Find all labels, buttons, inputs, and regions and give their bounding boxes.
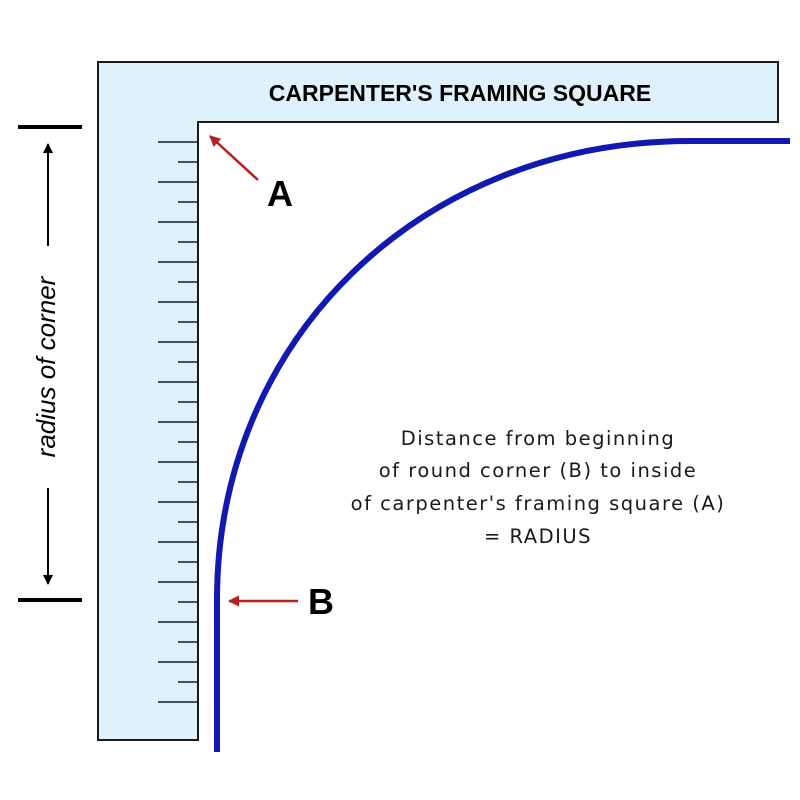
label-a: A <box>267 173 293 214</box>
tick-marks <box>158 141 198 703</box>
note-line: of carpenter's framing square (A) <box>351 492 726 515</box>
note-line: of round corner (B) to inside <box>379 459 698 482</box>
framing-square-body <box>97 61 779 741</box>
radius-label: radius of corner <box>31 275 61 457</box>
label-b: B <box>308 581 334 622</box>
square-title: CARPENTER'S FRAMING SQUARE <box>269 80 651 106</box>
radius-note: Distance from beginning of round corner … <box>351 427 726 548</box>
note-line: = RADIUS <box>484 525 592 548</box>
note-line: Distance from beginning <box>401 427 676 450</box>
arrow-to-a <box>209 135 259 181</box>
round-corner-curve <box>214 138 790 752</box>
